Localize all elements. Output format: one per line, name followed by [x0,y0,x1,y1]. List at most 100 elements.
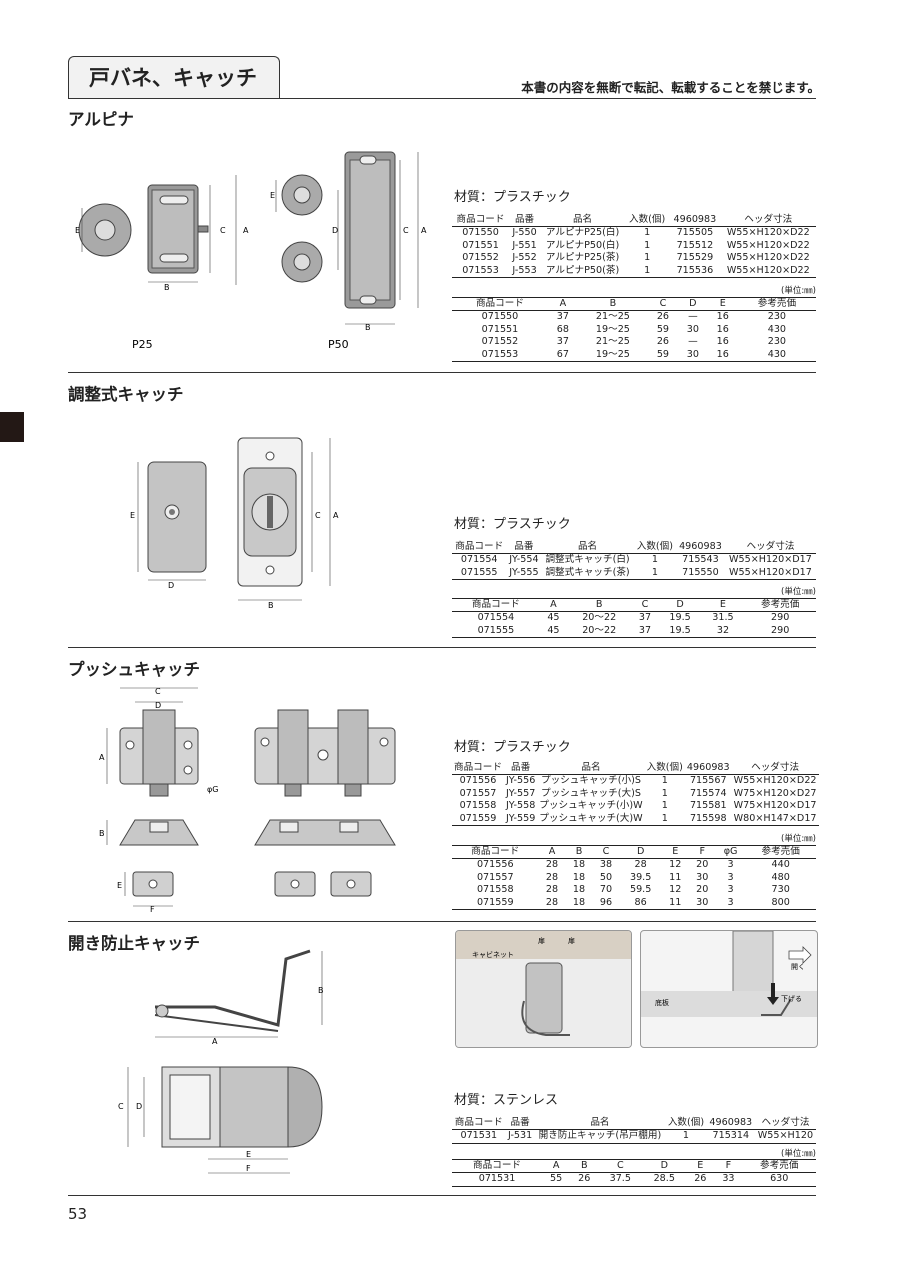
table-cell: 28 [545,871,559,883]
table-header-cell: 商品コード [452,598,540,612]
table-cell: 071553 [452,264,510,279]
table-header-cell: 参考売価 [742,1159,816,1173]
table-cell: 715574 [689,787,727,799]
table-cell: 1 [661,775,668,786]
dim-b-label: B [318,986,324,995]
table-cell: 28.5 [642,1172,687,1187]
adjustable-diagram: E D C A B [130,437,339,610]
table-cell: 071557 [459,787,497,799]
table-header-cell: A [547,297,578,311]
table-cell: W80×H147×D17 [731,812,819,827]
table-cell: 071555 [452,624,540,639]
page-number: 53 [68,1205,88,1223]
table-cell: 1 [644,239,651,251]
table-cell: 12 [669,859,682,870]
dim-g-label: φG [207,785,218,794]
table-header-cell: 4960983 [669,214,721,227]
table-cell: 21〜25 [595,336,630,348]
table-cell: J-553 [509,264,541,279]
table-header-cell: ヘッダ寸法 [720,214,816,227]
section-title-adjustable: 調整式キャッチ [68,385,184,404]
table-header-cell: 参考売価 [745,845,816,859]
table-cell: 071551 [462,239,499,251]
table-header-cell: 入数(個) [665,1117,707,1130]
table-cell: J-551 [512,239,537,251]
table-header-cell: 品名 [541,541,634,554]
table-cell: 59 [647,348,678,363]
table-header-cell: F [688,845,716,859]
table-cell: 86 [619,896,662,911]
table-cell: 1 [633,566,676,581]
table-header-cell: C [647,297,678,311]
table-cell: 96 [592,896,620,911]
table-cell: 1 [661,800,668,812]
photo-label-door-2: 扉 [568,936,575,945]
table-cell: JY-559 [503,812,538,827]
table-cell: 16 [716,323,729,335]
table-cell: 28 [545,859,559,870]
table-cell: 調整式キャッチ(白) [545,554,630,565]
table-cell: 30 [686,323,699,335]
table-cell: 3 [727,871,734,883]
table-cell: W55×H120×D22 [726,227,810,238]
table-header-cell: B [570,1159,599,1173]
table-cell: J-531 [505,1129,535,1144]
table-cell: 67 [547,348,578,363]
table-cell: 11 [669,871,682,883]
push-large-side [254,819,396,846]
table-cell: 19.5 [669,612,691,623]
table-header-cell: C [598,1159,643,1173]
dim-a-label: A [333,511,339,520]
table-cell: プッシュキャッチ(大)S [541,787,641,799]
alpina-p25-magnet [78,203,132,257]
table-header-cell: 入数(個) [644,762,685,775]
push-large-front [254,709,396,797]
table-cell: 45 [547,612,560,623]
table-cell: 230 [767,311,787,322]
anti-open-diagram: B A C D E F [118,949,324,1174]
alpina-diagram: E C A B P25 E D C A B P50 [75,151,427,351]
table-cell: W55×H120×D17 [729,554,812,565]
table-cell: 3 [715,896,746,911]
table-cell: — [688,311,698,322]
push-diagram: C D A φG B E F [99,687,396,914]
table-header-cell: 品番 [509,214,541,227]
table-cell: 18 [572,859,586,870]
table-cell: 37 [638,612,652,623]
material-alpina: 材質：プラスチック [454,190,571,205]
table-cell: 16 [716,311,729,322]
table-header-cell: 参考売価 [737,297,816,311]
table-cell: 071556 [476,859,514,870]
table-cell: 30 [677,348,708,363]
table-cell: 071550 [481,311,519,322]
table-cell: JY-554 [509,554,539,565]
table-header-cell: B [567,598,632,612]
table-cell: 20〜22 [582,612,617,623]
table-cell: 071554 [460,554,498,565]
table-header-cell: ヘッダ寸法 [731,762,819,775]
table-cell: W55×H120×D22 [733,775,817,786]
table-cell: 071551 [481,323,519,335]
dim-b-label: B [99,829,105,838]
table-cell: 071559 [452,812,504,827]
dim-c-label-p50: C [403,226,409,235]
table-cell: JY-556 [505,775,536,786]
table-cell: W55×H120×D22 [726,252,810,264]
table-cell: 630 [742,1172,816,1187]
section-divider [68,921,816,922]
table-cell: 12 [669,884,682,896]
table-cell: 20 [696,884,709,896]
table-header-cell: 商品コード [452,1159,543,1173]
table-cell: W75×H120×D27 [733,787,817,799]
table-header-cell: φG [715,845,746,859]
table-header-cell: 商品コード [452,214,510,227]
push-small-side [119,819,199,846]
table-cell: 26 [570,1172,599,1187]
